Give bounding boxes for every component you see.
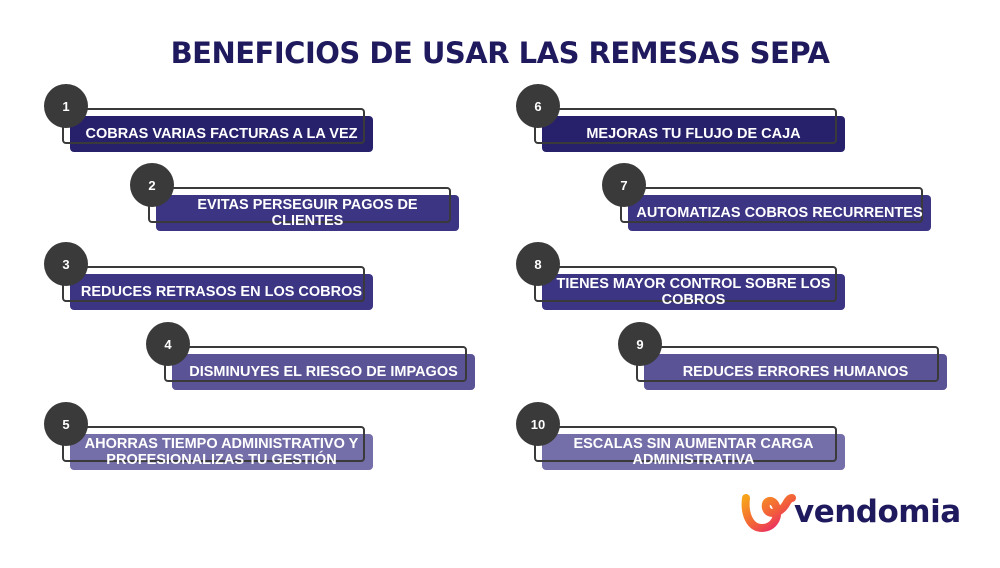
benefit-item-1: COBRAS VARIAS FACTURAS A LA VEZ (62, 108, 373, 152)
vendomia-logo: vendomia (740, 488, 961, 536)
number-badge: 2 (130, 163, 174, 207)
benefit-text: REDUCES RETRASOS EN LOS COBROS (80, 284, 363, 300)
benefit-text: ESCALAS SIN AUMENTAR CARGA ADMINISTRATIV… (573, 436, 814, 468)
benefit-item-8: TIENES MAYOR CONTROL SOBRE LOS COBROS (534, 266, 845, 310)
benefit-text: MEJORAS TU FLUJO DE CAJA (586, 126, 801, 142)
number-badge: 7 (602, 163, 646, 207)
benefit-item-6: MEJORAS TU FLUJO DE CAJA (534, 108, 845, 152)
benefit-item-7: AUTOMATIZAS COBROS RECURRENTES (620, 187, 931, 231)
vendomia-logo-icon (741, 494, 796, 532)
number-badge: 10 (516, 402, 560, 446)
number-badge: 4 (146, 322, 190, 366)
benefit-item-2: EVITAS PERSEGUIR PAGOS DE CLIENTES (148, 187, 459, 231)
number-badge: 5 (44, 402, 88, 446)
benefit-item-3: REDUCES RETRASOS EN LOS COBROS (62, 266, 373, 310)
number-badge: 3 (44, 242, 88, 286)
benefit-text: AUTOMATIZAS COBROS RECURRENTES (636, 205, 923, 221)
logo-wordmark: vendomia (794, 494, 961, 530)
number-badge: 9 (618, 322, 662, 366)
number-badge: 6 (516, 84, 560, 128)
benefit-text: AHORRAS TIEMPO ADMINISTRATIVO Y PROFESIO… (84, 436, 359, 468)
benefit-text: DISMINUYES EL RIESGO DE IMPAGOS (189, 364, 458, 380)
benefit-text: REDUCES ERRORES HUMANOS (682, 364, 909, 380)
page-title: BENEFICIOS DE USAR LAS REMESAS SEPA (170, 36, 830, 70)
benefit-item-5: AHORRAS TIEMPO ADMINISTRATIVO Y PROFESIO… (62, 426, 373, 470)
benefit-item-10: ESCALAS SIN AUMENTAR CARGA ADMINISTRATIV… (534, 426, 845, 470)
benefit-text: TIENES MAYOR CONTROL SOBRE LOS COBROS (556, 276, 831, 308)
benefit-item-4: DISMINUYES EL RIESGO DE IMPAGOS (164, 346, 475, 390)
benefit-item-9: REDUCES ERRORES HUMANOS (636, 346, 947, 390)
number-badge: 8 (516, 242, 560, 286)
number-badge: 1 (44, 84, 88, 128)
benefit-text: COBRAS VARIAS FACTURAS A LA VEZ (85, 126, 358, 142)
benefit-text: EVITAS PERSEGUIR PAGOS DE CLIENTES (197, 197, 418, 229)
